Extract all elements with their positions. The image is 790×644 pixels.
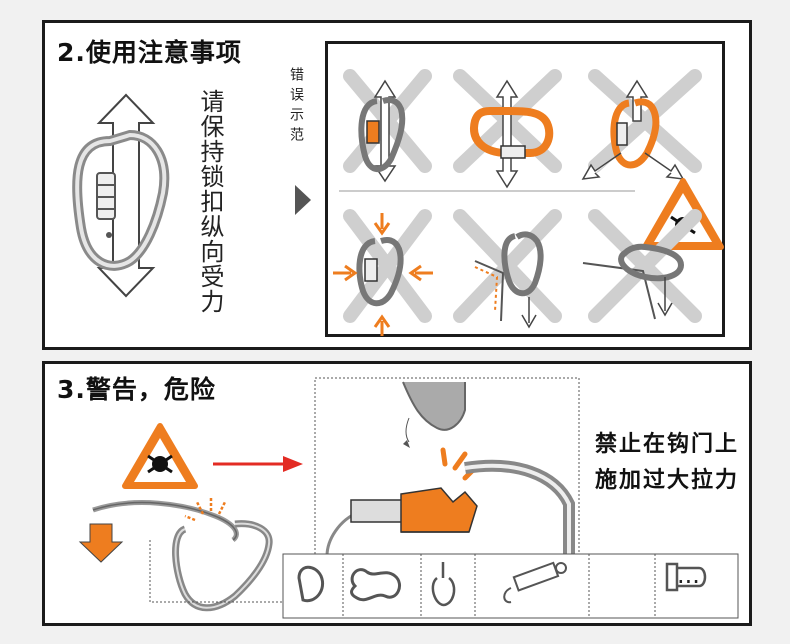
dashed-connector [149,540,283,603]
vertical-load-carabiner-illustration [72,93,170,298]
d-ring-icon [297,565,324,603]
orange-down-arrow-icon [78,523,124,563]
red-arrow-icon [213,456,303,472]
warning-scene-illustration [78,377,739,619]
wrong-examples-box [325,41,725,337]
carabiner-icon [72,129,170,271]
wrong-example-4 [333,209,433,336]
wrong-example-5 [453,209,562,329]
section-warning-danger: 3.警告，危险 [42,361,752,626]
accessories-strip [282,553,739,619]
section3-title: 3.警告，危险 [57,375,216,404]
triangle-pointer-icon [295,185,311,215]
forbid-text-line1: 禁止在钩门上 [595,432,740,457]
skull-warning-triangle-icon [122,423,198,489]
keep-vertical-force-text: 请保持锁扣纵向受力 [196,89,224,314]
rope-on-gate-icon [92,498,273,612]
skull-warning-triangle-icon [642,178,724,250]
chain-link-icon [431,562,456,607]
wrong-example-3 [581,69,702,180]
wrong-example-6 [582,209,702,323]
double-arrow-icon [96,93,156,298]
accessories-more-text: ··· [677,568,700,596]
wrong-example-2 [453,69,562,189]
webbing-tab-icon [665,562,707,592]
figure-eight-icon [350,568,401,602]
section2-title: 2.使用注意事项 [57,38,242,67]
quickdraw-icon [503,561,567,604]
section-usage-notes: 2.使用注意事项 请保持锁扣纵向受力 错误示范 [42,20,752,350]
wrong-examples-label: 错误示范 [288,67,304,147]
wrong-example-1 [343,69,432,183]
forbid-text-line2: 施加过大拉力 [595,468,740,493]
broken-gate-detail [325,381,575,557]
